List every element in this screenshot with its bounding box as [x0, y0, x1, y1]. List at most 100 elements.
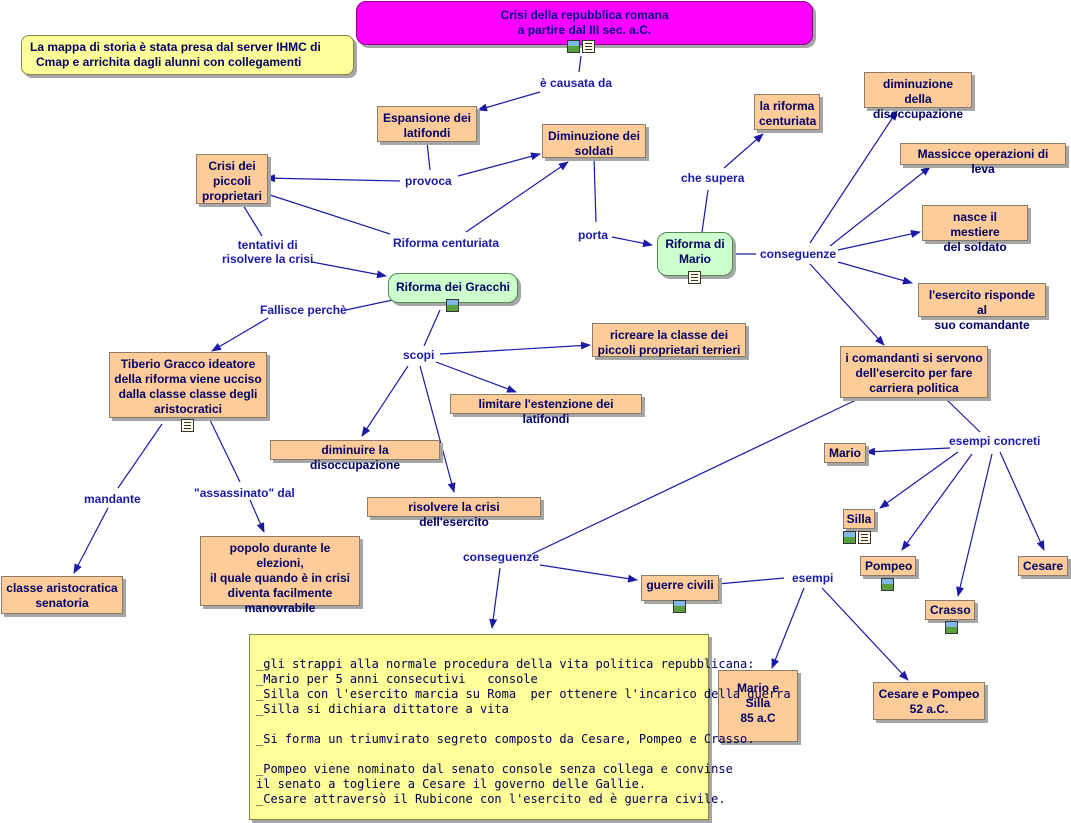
concept-pompeo[interactable]: Pompeo	[860, 556, 916, 576]
concept-label: il quale quando è in crisi	[209, 571, 351, 585]
concept-mario-silla-85[interactable]: Mario e Silla 85 a.C	[718, 670, 798, 742]
link-label-esempi: esempi	[792, 571, 834, 585]
concept-label: Tiberio Gracco ideatore	[120, 357, 256, 371]
concept-classe-aristocratica[interactable]: classe aristocratica senatoria	[1, 576, 123, 614]
silla-resource-icons[interactable]	[842, 529, 872, 547]
document-icon[interactable]	[688, 271, 701, 285]
concept-label: Mario	[829, 446, 862, 460]
concept-diminuire-disoccupazione[interactable]: diminuire la disoccupazione	[270, 440, 440, 472]
guerre-resource-icons[interactable]	[672, 598, 687, 616]
link-text: tentativi di	[237, 238, 298, 252]
concept-espansione-latifondi[interactable]: Espansione dei latifondi	[377, 106, 477, 142]
concept-label: piccoli	[212, 174, 251, 188]
concept-diminuzione-disoccupazione[interactable]: diminuzione della disoccupazione	[864, 72, 972, 121]
concept-label: Espansione dei	[382, 111, 472, 125]
concept-label: dalla classe classe degli	[118, 387, 258, 401]
note-text: La mappa di storia è stata presa dal ser…	[30, 40, 321, 54]
concept-ricreare-classe[interactable]: ricreare la classe dei piccoli proprieta…	[592, 323, 746, 357]
concept-label: Mario e Silla	[736, 681, 779, 710]
image-icon[interactable]	[673, 600, 686, 614]
note-line: _Pompeo viene nominato dal senato consol…	[256, 762, 733, 776]
note-line: il senato a togliere a Cesare il governo…	[256, 777, 647, 791]
concept-label: soldati	[574, 144, 614, 158]
concept-label: guerre civili	[646, 578, 714, 592]
concept-label: risolvere la crisi dell'esercito	[408, 500, 500, 529]
concept-label: manovrabile	[244, 601, 316, 615]
link-text: risolvere la crisi	[222, 252, 314, 266]
tiberio-resource-icons[interactable]	[180, 417, 195, 435]
concept-cesare-pompeo-52[interactable]: Cesare e Pompeo 52 a.C.	[873, 682, 985, 720]
concept-limitare-latifondi[interactable]: limitare l'estenzione dei latifondi	[450, 394, 642, 426]
link-label-assassinato: "assassinato" dal	[194, 486, 295, 500]
concept-label: a partire dal III sec. a.C.	[517, 23, 652, 37]
note-line: _Si forma un triumvirato segreto compost…	[256, 732, 755, 746]
concept-label: Pompeo	[865, 559, 913, 573]
concept-cesare[interactable]: Cesare	[1018, 556, 1068, 576]
concept-tiberio-gracco[interactable]: Tiberio Gracco ideatore della riforma vi…	[109, 352, 267, 418]
concept-label: Crisi della repubblica romana	[500, 8, 669, 22]
concept-label: Riforma di	[665, 237, 725, 251]
concept-label: 52 a.C.	[909, 702, 949, 716]
link-label-esempi-concreti: esempi concreti	[949, 434, 1041, 448]
concept-label: piccoli proprietari terrieri	[597, 343, 741, 357]
concept-label: Riforma dei Gracchi	[395, 280, 511, 294]
concept-label: Diminuzione dei	[547, 129, 640, 143]
concept-crisi-piccoli-proprietari[interactable]: Crisi dei piccoli proprietari	[196, 154, 268, 204]
link-label-riforma-centuriata: Riforma centuriata	[393, 236, 500, 250]
concept-label: classe aristocratica	[6, 581, 118, 595]
concept-label: Crasso	[930, 603, 971, 617]
crisi-resource-icons[interactable]	[566, 38, 596, 56]
concept-riforma-centuriata[interactable]: la riforma centuriata	[754, 94, 820, 130]
concept-crasso[interactable]: Crasso	[925, 600, 975, 620]
concept-label: del soldato	[943, 240, 1007, 254]
image-icon[interactable]	[881, 578, 894, 592]
concept-guerre-civili[interactable]: guerre civili	[641, 575, 719, 601]
link-label-conseguenze-mario: conseguenze	[760, 247, 837, 261]
document-icon[interactable]	[858, 531, 871, 545]
link-label-provoca: provoca	[405, 174, 452, 188]
concept-label: aristocratici	[153, 402, 223, 416]
link-label-fallisce: Fallisce perchè	[260, 303, 347, 317]
concept-comandanti-carriera[interactable]: i comandanti si servono dell'esercito pe…	[840, 346, 988, 398]
concept-mestiere-soldato[interactable]: nasce il mestiere del soldato	[922, 205, 1028, 254]
concept-label: limitare l'estenzione dei latifondi	[478, 397, 614, 426]
note-line	[256, 717, 702, 732]
image-icon[interactable]	[945, 621, 958, 635]
concept-riforma-mario[interactable]: Riforma di Mario	[657, 232, 733, 276]
concept-silla[interactable]: Silla	[843, 509, 875, 529]
pompeo-resource-icons[interactable]	[880, 576, 895, 594]
concept-label: l'esercito risponde al	[928, 288, 1036, 317]
concept-label: carriera politica	[869, 381, 959, 395]
crasso-resource-icons[interactable]	[944, 619, 959, 637]
document-icon[interactable]	[582, 40, 595, 54]
concept-label: diventa facilmente	[227, 586, 333, 600]
mario-resource-icons[interactable]	[687, 269, 702, 287]
concept-mario[interactable]: Mario	[824, 443, 866, 463]
concept-massicce-leva[interactable]: Massicce operazioni di leva	[900, 143, 1066, 176]
note-source: La mappa di storia è stata presa dal ser…	[21, 35, 354, 75]
image-icon[interactable]	[567, 40, 580, 54]
concept-diminuzione-soldati[interactable]: Diminuzione dei soldati	[542, 124, 646, 158]
concept-label: disoccupazione	[872, 107, 964, 121]
link-label-mandante: mandante	[84, 492, 141, 506]
concept-label: la riforma	[759, 99, 815, 113]
link-label-causata: è causata da	[540, 76, 613, 90]
document-icon[interactable]	[181, 419, 194, 433]
concept-risolvere-crisi-esercito[interactable]: risolvere la crisi dell'esercito	[367, 497, 541, 529]
concept-label: latifondi	[403, 126, 451, 140]
concept-label: popolo durante le elezioni,	[229, 541, 331, 570]
image-icon[interactable]	[843, 531, 856, 545]
note-line	[256, 747, 702, 762]
concept-label: della riforma viene ucciso	[114, 372, 262, 386]
concept-popolo-elezioni[interactable]: popolo durante le elezioni, il quale qua…	[200, 536, 360, 615]
concept-riforma-gracchi[interactable]: Riforma dei Gracchi	[388, 273, 518, 303]
concept-esercito-risponde[interactable]: l'esercito risponde al suo comandante	[918, 283, 1046, 332]
link-label-tentativi: tentativi di risolvere la crisi	[222, 238, 313, 266]
concept-label: Massicce operazioni di leva	[917, 147, 1049, 176]
concept-label: 85 a.C	[740, 711, 776, 725]
concept-label: dell'esercito per fare	[855, 366, 973, 380]
gracchi-resource-icons[interactable]	[445, 297, 460, 315]
image-icon[interactable]	[446, 299, 459, 313]
concept-label: diminuzione della	[883, 77, 953, 106]
